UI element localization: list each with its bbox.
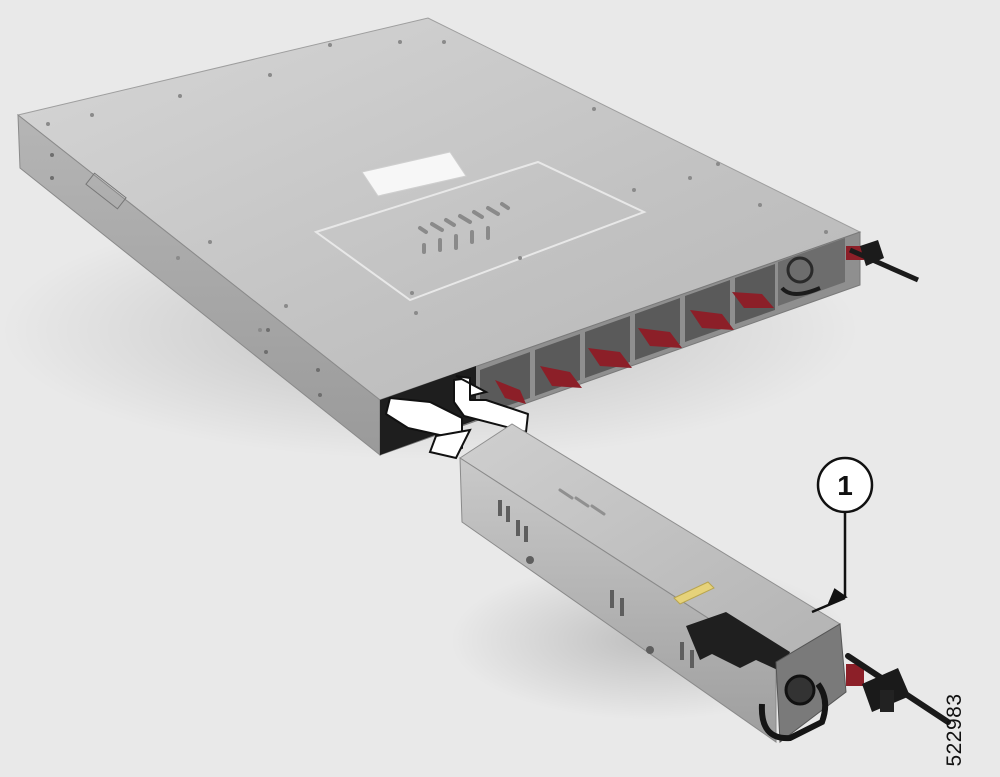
- fan-latch-red[interactable]: [588, 348, 632, 368]
- fan-latch-red[interactable]: [732, 292, 774, 308]
- remove-arrow-icon: [385, 397, 472, 460]
- figure-id-text: 522983: [943, 693, 966, 767]
- callout-arrowhead: [811, 588, 848, 614]
- fan-module: [535, 334, 582, 396]
- side-screws: [50, 153, 322, 397]
- psu-cord-retainer[interactable]: [845, 653, 951, 725]
- psu-cisco-logo-icon: [558, 488, 606, 516]
- psu-front-handle[interactable]: [758, 682, 829, 742]
- fan-modules: [480, 264, 775, 415]
- fan-module: [480, 352, 530, 415]
- psu-side-panel: [459, 457, 777, 743]
- fan-module: [685, 280, 734, 342]
- installed-power-supply: [778, 238, 920, 306]
- fan-latch-red[interactable]: [495, 380, 526, 404]
- callout-label: 1: [837, 470, 853, 501]
- psu-vents: [498, 500, 694, 668]
- fan-module: [585, 316, 632, 378]
- fan-latch-red[interactable]: [638, 328, 682, 348]
- chassis-screws: [46, 40, 828, 332]
- callout-1: 1: [811, 456, 874, 614]
- switch-chassis: [0, 17, 920, 460]
- psu-label: [673, 581, 715, 605]
- fan-latch-red[interactable]: [540, 366, 582, 388]
- side-bracket: [85, 172, 127, 210]
- product-label: [361, 151, 467, 197]
- cord-retainer[interactable]: [848, 247, 920, 283]
- insert-arrow-icon: [453, 375, 529, 433]
- psu-power-connector: [846, 664, 864, 686]
- cisco-logo-icon: [418, 202, 510, 254]
- fan-latch-red[interactable]: [690, 310, 734, 330]
- psu-pull-handle[interactable]: [686, 612, 790, 672]
- fan-module: [635, 298, 682, 360]
- recessed-panel: [313, 160, 647, 302]
- psu-fan-icon: [784, 674, 816, 706]
- power-supply-module[interactable]: [450, 423, 951, 743]
- psu-handle[interactable]: [780, 286, 821, 296]
- fan-module: [732, 264, 775, 324]
